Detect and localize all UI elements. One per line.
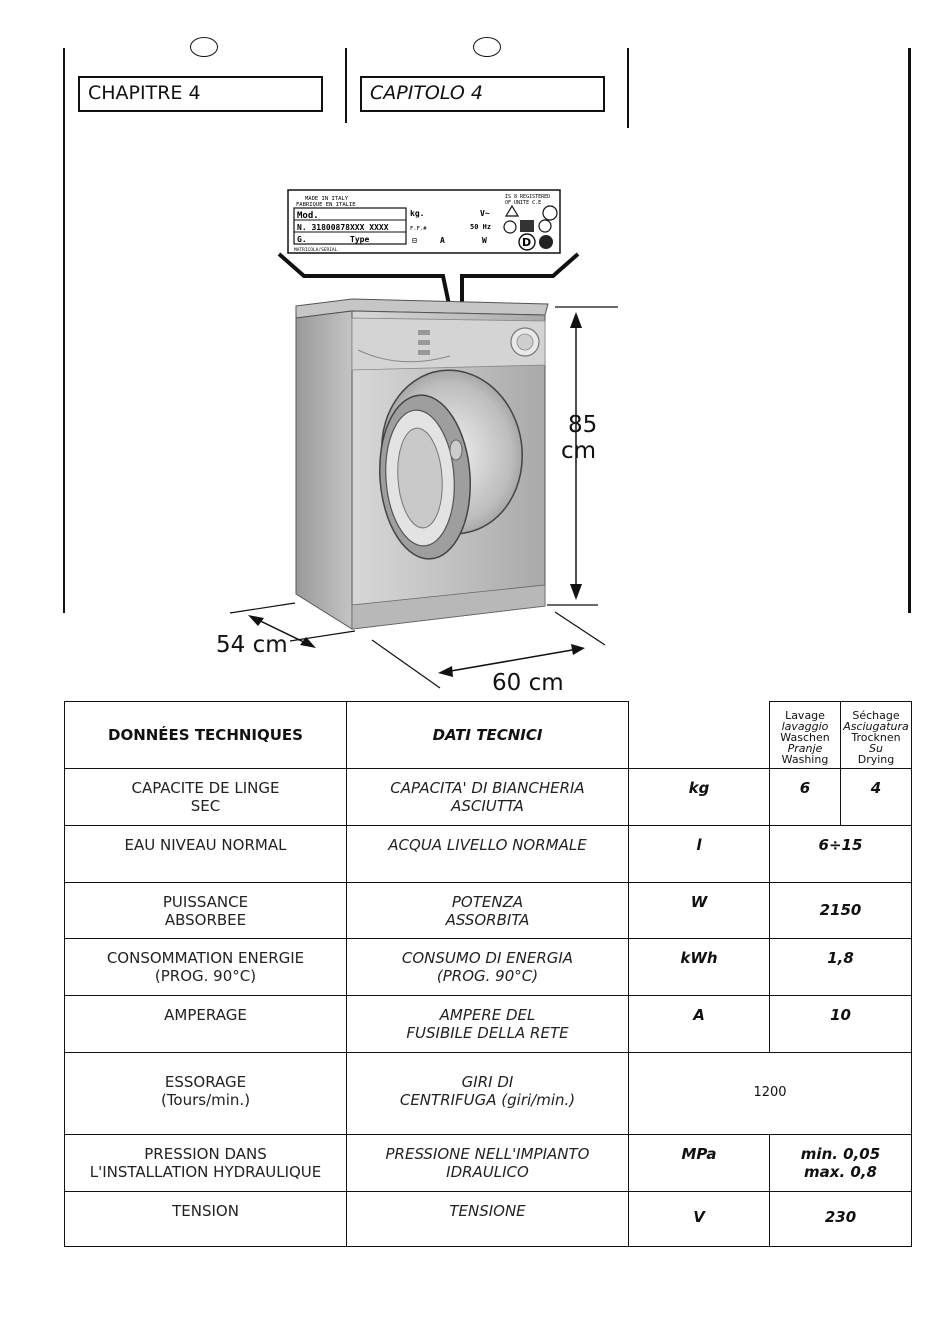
table-row: CONSOMMATION ENERGIE(PROG. 90°C) CONSUMO… xyxy=(64,938,912,996)
language-flag-circle-fr xyxy=(190,37,218,57)
table-row: TENSION TENSIONE V 230 xyxy=(64,1191,912,1247)
left-margin-line xyxy=(63,48,65,613)
svg-text:D: D xyxy=(522,236,531,249)
plate-g: G. xyxy=(297,235,307,244)
plate-fabrique: FABRIQUE EN ITALIE xyxy=(296,202,356,208)
plate-w: W xyxy=(482,236,487,245)
plate-hz: 50 Hz xyxy=(470,223,491,231)
header-it: DATI TECNICI xyxy=(346,701,629,769)
header-washing: Lavage lavaggio Waschen Pranje Washing xyxy=(769,701,841,769)
depth-label: 54 cm xyxy=(216,632,288,658)
plate-registered: IS 8 REGISTERED xyxy=(505,194,550,200)
far-right-margin-line xyxy=(908,48,911,613)
plate-cert-icon xyxy=(503,220,517,234)
width-label: 60 cm xyxy=(492,670,564,696)
plate-dark-mark-icon xyxy=(539,235,553,249)
rating-plate: MADE IN ITALY FABRIQUE EN ITALIE IS 8 RE… xyxy=(287,189,561,254)
plate-d-mark-icon xyxy=(518,233,536,251)
plate-ff: F.F.# xyxy=(410,226,427,232)
language-flag-circle-it xyxy=(473,37,501,57)
washing-machine-figure: MADE IN ITALY FABRIQUE EN ITALIE IS 8 RE… xyxy=(229,189,618,689)
plate-a: A xyxy=(440,236,445,245)
plate-cert-icon-2 xyxy=(520,220,534,232)
plate-cert-icon-4 xyxy=(542,205,558,221)
height-label-unit: cm xyxy=(561,438,597,464)
right-divider-line xyxy=(627,48,629,128)
table-row: EAU NIVEAU NORMAL ACQUA LIVELLO NORMALE … xyxy=(64,825,912,883)
plate-serial: N. 31800878XXX XXXX xyxy=(297,223,389,232)
table-header-row: DONNÉES TECHNIQUES DATI TECNICI Lavage l… xyxy=(64,701,912,769)
technical-data-table: DONNÉES TECHNIQUES DATI TECNICI Lavage l… xyxy=(64,701,912,1247)
table-row: ESSORAGE(Tours/min.) GIRI DI CENTRIFUGA … xyxy=(64,1052,912,1135)
plate-made-in: MADE IN ITALY xyxy=(305,196,349,202)
header-empty xyxy=(628,701,770,769)
chapter-title-it: CAPITOLO 4 xyxy=(360,76,605,112)
plate-bottom-text: MATRICOLA/SERIAL xyxy=(294,247,338,253)
height-label-value: 85 xyxy=(568,412,598,438)
plate-type: Type xyxy=(350,235,369,244)
header-drying: Séchage Asciugatura Trocknen Su Drying xyxy=(840,701,912,769)
plate-cert-icon-3 xyxy=(538,219,552,233)
center-divider-line xyxy=(345,48,347,123)
header-fr: DONNÉES TECHNIQUES xyxy=(64,701,347,769)
plate-mod: Mod. xyxy=(297,211,319,221)
plate-kg: kg. xyxy=(410,209,424,218)
plate-unite: OF UNITE C.E xyxy=(505,200,541,206)
chapter-title-fr: CHAPITRE 4 xyxy=(78,76,323,112)
plate-drum-icon: ⊟ xyxy=(412,236,417,245)
plate-warning-icon xyxy=(504,204,520,217)
plate-v: V~ xyxy=(480,209,490,218)
